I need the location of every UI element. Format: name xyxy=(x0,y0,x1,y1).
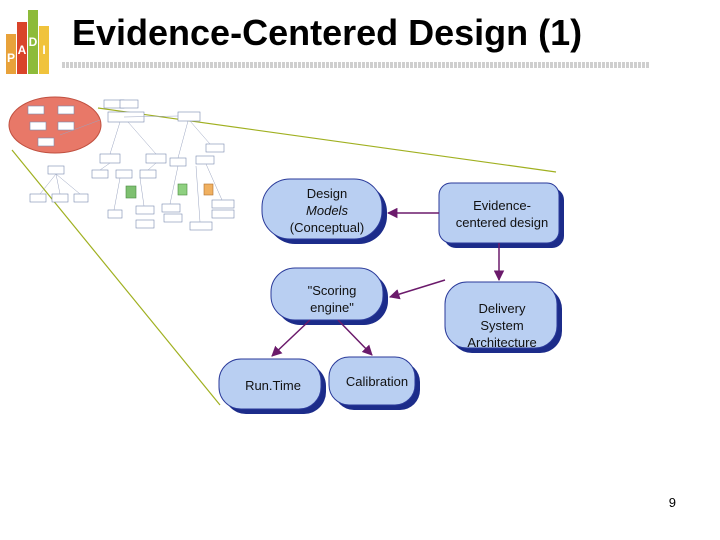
design-models-line2: Models xyxy=(306,203,348,218)
ecd-line2: centered design xyxy=(455,215,549,230)
padi-logo: P A D I xyxy=(6,10,49,74)
delivery-line2: System xyxy=(480,318,524,333)
svg-text:I: I xyxy=(42,43,45,57)
scoring-line2: engine" xyxy=(310,300,354,315)
scoring-engine-node xyxy=(270,267,384,321)
calibration-node xyxy=(328,356,416,406)
concept-map-thumbnail xyxy=(8,96,235,231)
arrow-scoring-to-calibration xyxy=(337,319,373,356)
delivery-line1: Delivery xyxy=(478,301,526,316)
design-models-node xyxy=(261,178,383,240)
design-models-line1: Design xyxy=(306,186,348,201)
title-underline xyxy=(62,62,650,68)
svg-text:A: A xyxy=(18,43,27,57)
scoring-engine-label: "Scoring engine" xyxy=(271,282,393,316)
evidence-centered-design-label: Evidence- centered design xyxy=(439,197,565,231)
svg-text:P: P xyxy=(7,51,15,65)
ecd-line1: Evidence- xyxy=(473,198,531,213)
zoom-lines xyxy=(11,107,557,406)
page-number: 9 xyxy=(668,495,676,510)
runtime-node xyxy=(218,358,322,410)
svg-text:D: D xyxy=(29,35,38,49)
slide-title: Evidence-Centered Design (1) xyxy=(72,12,583,53)
scoring-line1: "Scoring xyxy=(307,283,357,298)
delivery-system-architecture-label: Delivery System Architecture xyxy=(445,300,559,351)
design-models-line3: (Conceptual) xyxy=(289,220,365,235)
arrows xyxy=(271,207,505,357)
arrow-delivery-to-scoring xyxy=(388,279,446,300)
delivery-line3: Architecture xyxy=(467,335,537,350)
design-models-label: Design Models (Conceptual) xyxy=(262,185,392,236)
runtime-label: Run.Time xyxy=(245,378,301,393)
calibration-label: Calibration xyxy=(345,374,409,389)
arrow-scoring-to-runtime xyxy=(271,319,311,357)
delivery-system-architecture-node xyxy=(444,281,558,349)
